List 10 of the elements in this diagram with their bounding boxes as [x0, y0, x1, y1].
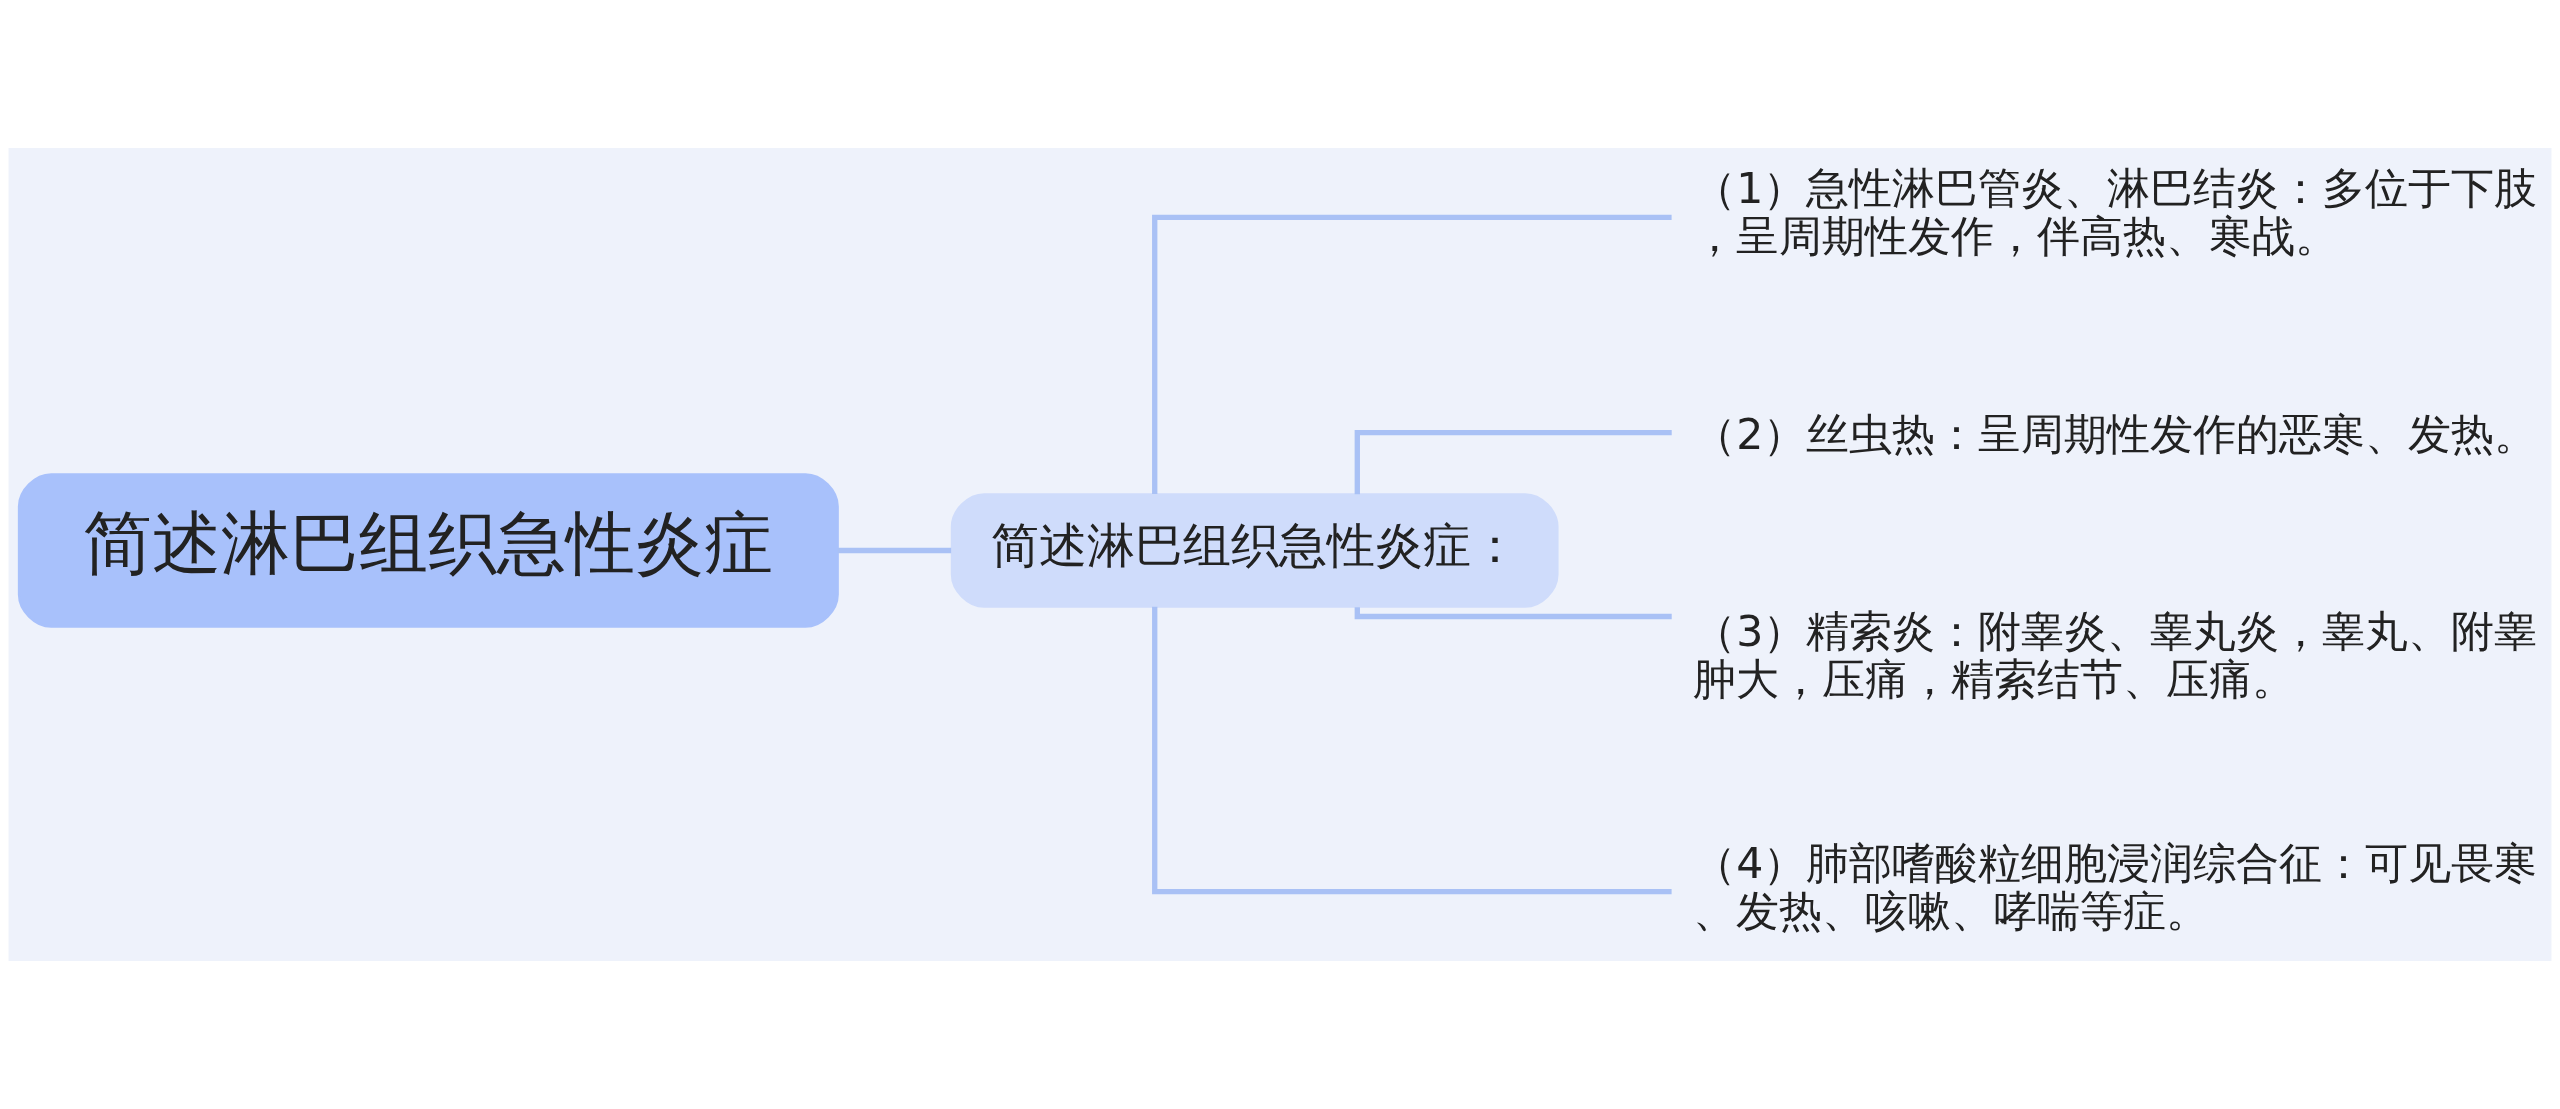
connector: [1354, 429, 1672, 495]
node-text: （4）肺部嗜酸粒细胞浸润综合征：可见畏寒、发热、咳嗽、哮喘等症。: [1693, 837, 2538, 936]
connector: [1152, 214, 1672, 494]
connector: [837, 547, 952, 554]
node-text: （1）急性淋巴管炎、淋巴结炎：多位于下肢，呈周期性发作，伴高热、寒战。: [1693, 163, 2538, 262]
connector: [1152, 606, 1672, 895]
node-box: 简述淋巴组织急性炎症: [17, 473, 839, 628]
node-text: （2）丝虫热：呈周期性发作的恶寒、发热。: [1693, 408, 2538, 459]
node-text: （3）精索炎：附睾炎、睾丸炎，睾丸、附睾肿大，压痛，精索结节、压痛。: [1693, 605, 2538, 704]
node-box: 简述淋巴组织急性炎症：: [950, 493, 1559, 608]
